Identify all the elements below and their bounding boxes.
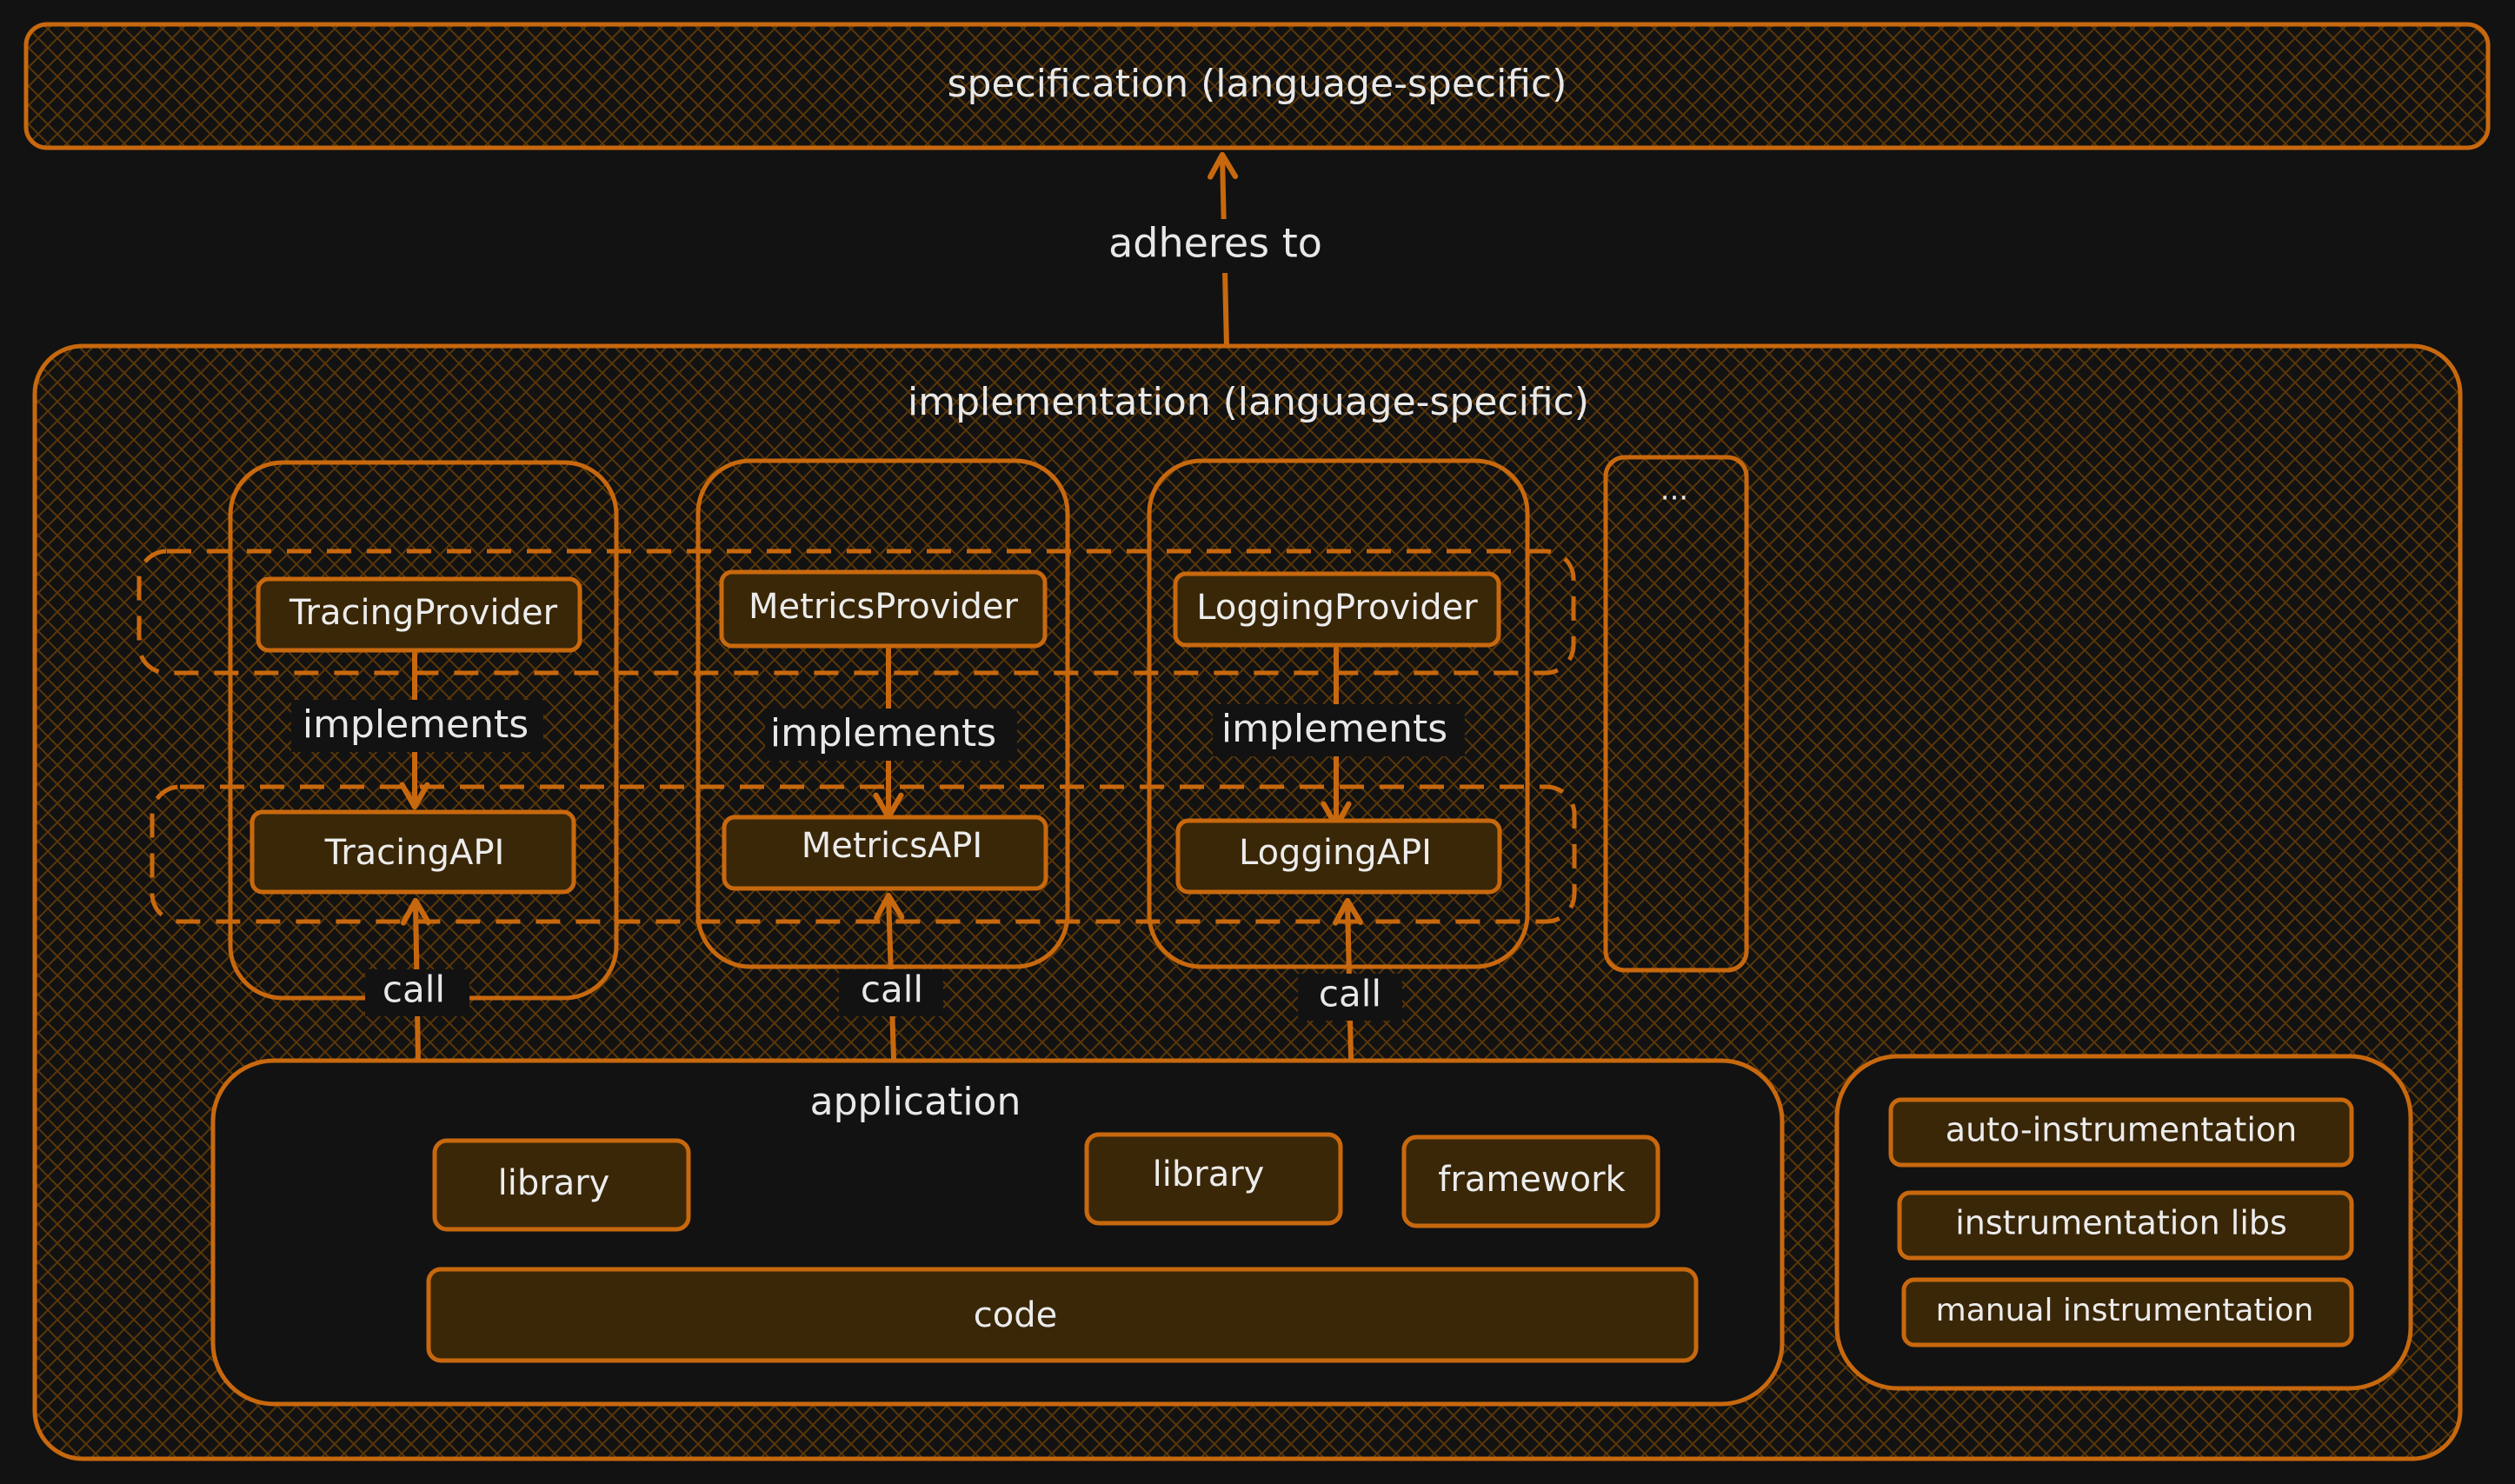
logging-api: LoggingAPI xyxy=(1175,818,1502,895)
more-pillar xyxy=(1603,455,1749,973)
apis-group xyxy=(150,784,1577,924)
code-box xyxy=(426,1267,1699,1363)
tracing-provider-label: TracingProvider xyxy=(289,593,558,633)
metrics-call-label: call xyxy=(861,968,923,1011)
tracing-implements-label: implements xyxy=(303,702,529,747)
manual-instrumentation-label: manual instrumentation xyxy=(1936,1293,2314,1328)
more-pillars-label: ... xyxy=(1660,473,1688,508)
logging-provider: LoggingProvider xyxy=(1173,571,1501,648)
metrics-provider-label: MetricsProvider xyxy=(749,587,1018,627)
metrics-implements-label: implements xyxy=(770,711,996,755)
library-label-1: library xyxy=(498,1163,610,1203)
instrumentation-libs-label: instrumentation libs xyxy=(1955,1204,2287,1242)
adheres-to-connector: adheres to xyxy=(1087,151,1347,350)
application-box: application library library framework co… xyxy=(210,1058,1785,1407)
adheres-label-bg xyxy=(1087,219,1347,273)
tracing-call-label: call xyxy=(383,968,445,1011)
metrics-api-label: MetricsAPI xyxy=(802,826,982,866)
library-box-2 xyxy=(1084,1132,1343,1226)
specification-label: specification (language-specific) xyxy=(948,62,1567,106)
metrics-implements-bg xyxy=(765,709,1017,761)
specification-box: specification (language-specific) xyxy=(23,22,2491,150)
implementation-label: implementation (language-specific) xyxy=(908,380,1589,424)
tracing-provider: TracingProvider xyxy=(256,576,582,653)
auto-instrumentation-label: auto-instrumentation xyxy=(1946,1111,2297,1149)
tracing-implements-bg xyxy=(291,700,543,752)
logging-call-label: call xyxy=(1319,973,1381,1015)
manual-instrumentation-box xyxy=(1901,1277,2354,1348)
tracing-call-bg xyxy=(365,969,469,1016)
adheres-to-label: adheres to xyxy=(1108,220,1322,267)
framework-box xyxy=(1401,1135,1660,1228)
instrumentation-libs-box xyxy=(1897,1190,2354,1261)
tracing-api: TracingAPI xyxy=(250,809,576,895)
providers-group xyxy=(136,549,1576,675)
logging-implements-label: implements xyxy=(1221,707,1447,751)
logging-provider-label: LoggingProvider xyxy=(1196,588,1478,628)
tracing-api-label: TracingAPI xyxy=(324,833,505,873)
library-label-2: library xyxy=(1153,1155,1265,1195)
code-label: code xyxy=(974,1295,1057,1335)
logging-call-bg xyxy=(1298,974,1402,1021)
metrics-provider: MetricsProvider xyxy=(719,569,1048,649)
application-label: application xyxy=(810,1080,1021,1124)
library-box-1 xyxy=(432,1138,691,1232)
instrumentation-box: auto-instrumentation instrumentation lib… xyxy=(1834,1054,2413,1391)
framework-label: framework xyxy=(1438,1160,1626,1200)
metrics-call-bg xyxy=(839,969,943,1016)
metrics-api: MetricsAPI xyxy=(722,815,1048,891)
auto-instrumentation-box xyxy=(1888,1097,2354,1168)
logging-implements-bg xyxy=(1213,704,1465,756)
logging-api-label: LoggingAPI xyxy=(1239,833,1432,873)
